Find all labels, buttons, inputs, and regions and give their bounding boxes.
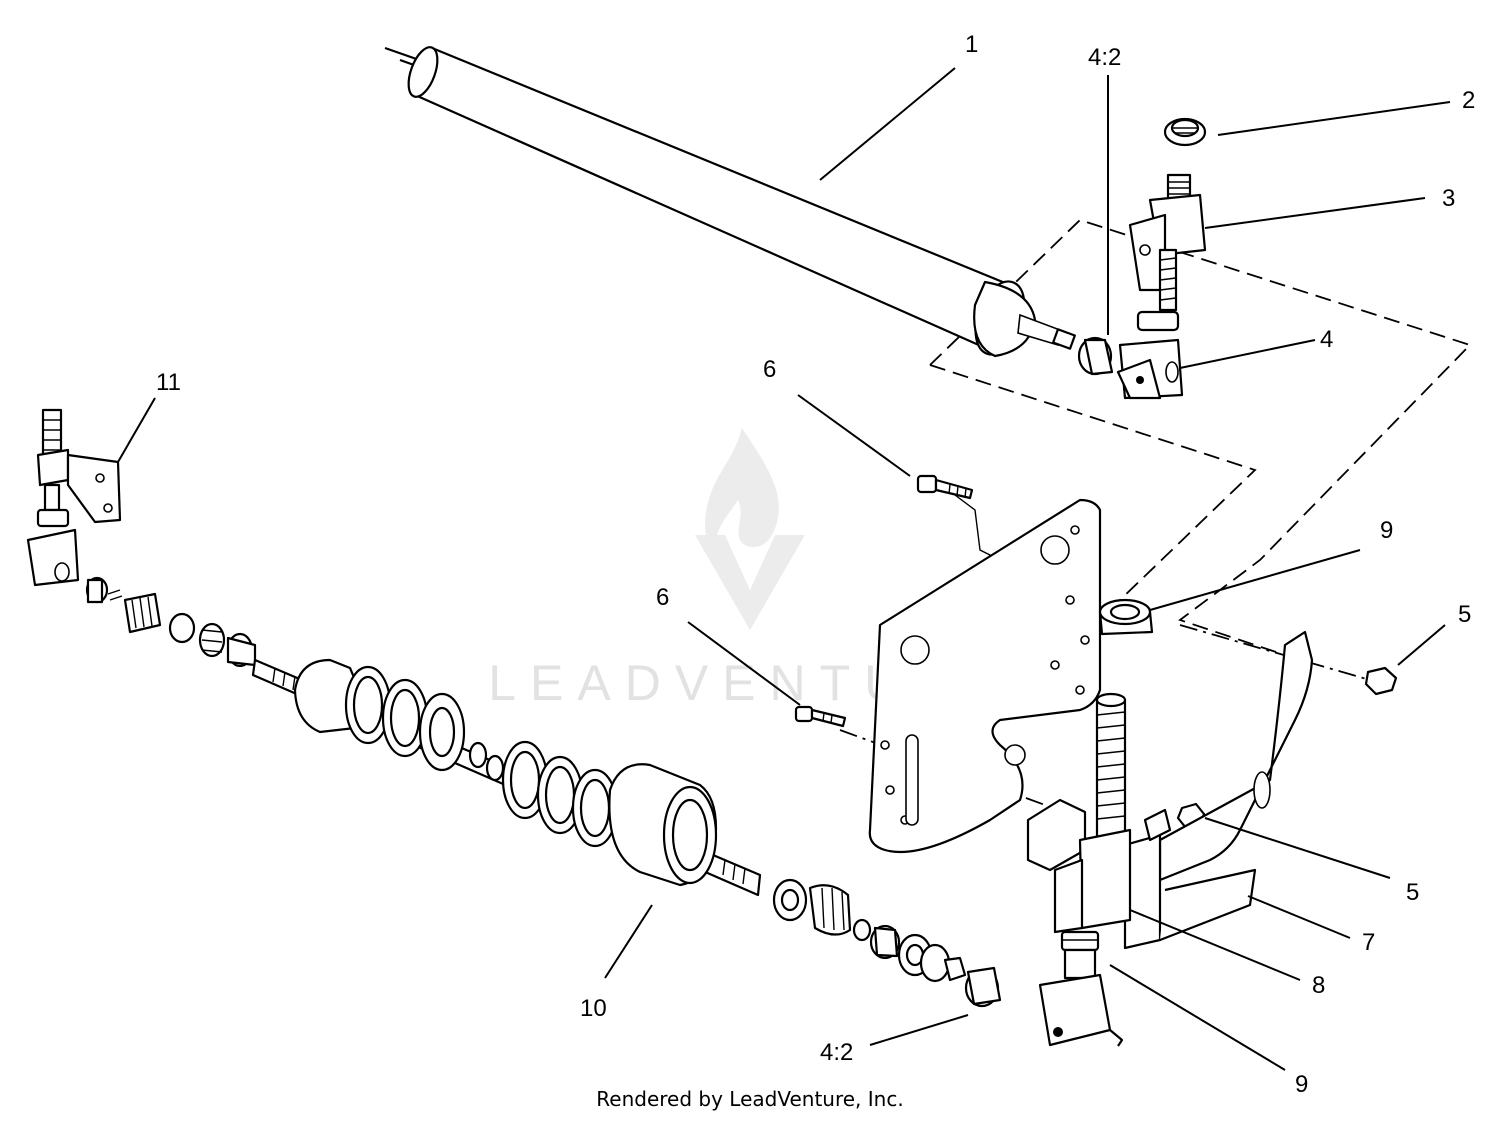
reel-shaft-assembly bbox=[85, 576, 1002, 1008]
height-bracket bbox=[1123, 630, 1314, 950]
footer-credit: Rendered by LeadVenture, Inc. bbox=[596, 1087, 903, 1111]
callout-8: 8 bbox=[1312, 972, 1325, 999]
callout-4-2-top: 4:2 bbox=[1088, 44, 1121, 71]
leader-4 bbox=[1179, 339, 1316, 369]
nut-top bbox=[1163, 117, 1207, 147]
leader-8 bbox=[1129, 909, 1301, 981]
bolt-top bbox=[916, 474, 974, 500]
leader-2 bbox=[1217, 101, 1451, 136]
leader-11 bbox=[117, 397, 156, 463]
leader-1 bbox=[819, 67, 956, 181]
bolt-bottom bbox=[794, 705, 847, 728]
bracket-left bbox=[26, 408, 122, 587]
leader-6-bottom bbox=[687, 621, 801, 706]
leader-7 bbox=[1247, 895, 1351, 939]
watermark-v-icon bbox=[695, 535, 805, 630]
adjuster-rod bbox=[1026, 692, 1132, 934]
bracket-stud bbox=[1128, 173, 1207, 332]
leader-5-bottom bbox=[1204, 817, 1391, 879]
lock-nut-top bbox=[1364, 666, 1398, 696]
callout-9-bottom: 9 bbox=[1295, 1071, 1308, 1098]
callout-10: 10 bbox=[580, 995, 607, 1022]
callout-3: 3 bbox=[1442, 185, 1455, 212]
callout-1: 1 bbox=[965, 31, 978, 58]
callout-5-bottom: 5 bbox=[1406, 879, 1419, 906]
jam-nut bbox=[1098, 598, 1154, 636]
leader-4-2-bottom bbox=[869, 1014, 969, 1046]
leader-3 bbox=[1204, 197, 1426, 229]
callout-6-top: 6 bbox=[763, 356, 776, 383]
mounting-plate bbox=[868, 498, 1102, 854]
callout-9-top: 9 bbox=[1380, 517, 1393, 544]
roller-tube bbox=[384, 46, 1076, 358]
leader-lines bbox=[117, 67, 1451, 1071]
callout-5-top: 5 bbox=[1458, 601, 1471, 628]
leader-6-top bbox=[797, 394, 911, 477]
watermark-flame-icon bbox=[705, 428, 779, 560]
leader-5-top bbox=[1397, 624, 1446, 666]
yoke-top bbox=[1116, 338, 1184, 400]
leader-10 bbox=[604, 904, 653, 979]
callout-11: 11 bbox=[156, 369, 181, 396]
bushing-top bbox=[1077, 336, 1114, 376]
callout-6-bottom: 6 bbox=[656, 584, 669, 611]
leader-9-bottom bbox=[1109, 964, 1286, 1071]
yoke-bottom bbox=[1038, 930, 1124, 1047]
callout-4: 4 bbox=[1320, 326, 1333, 353]
callout-2: 2 bbox=[1462, 87, 1475, 114]
callout-7: 7 bbox=[1362, 929, 1375, 956]
leader-9-top bbox=[1149, 549, 1361, 611]
callouts: 1 4:2 2 3 4 11 6 9 6 5 5 7 8 10 4:2 9 bbox=[156, 31, 1475, 1098]
callout-4-2-bottom: 4:2 bbox=[820, 1039, 853, 1066]
